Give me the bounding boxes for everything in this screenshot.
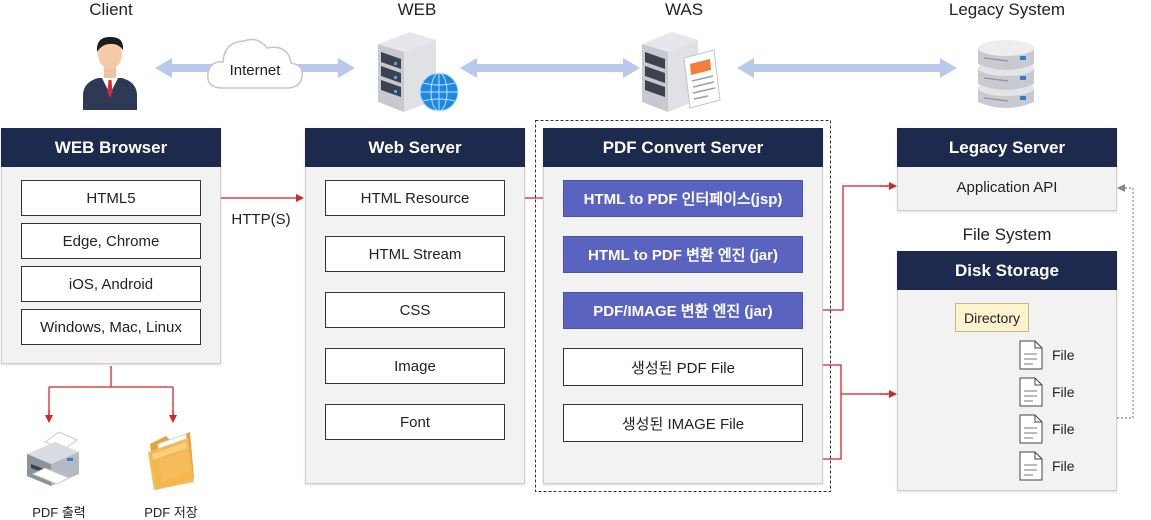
file-label: File bbox=[1052, 421, 1075, 437]
legacy-server-panel-title: Legacy Server bbox=[897, 128, 1117, 167]
web-was-arrow bbox=[460, 58, 640, 78]
engine-legacy-line bbox=[823, 185, 888, 311]
output-image-file: 생성된 IMAGE File bbox=[563, 404, 803, 442]
disk-storage-panel bbox=[897, 251, 1117, 491]
file-icon bbox=[1019, 340, 1043, 370]
database-icon bbox=[978, 40, 1034, 108]
browser-item-ios-android: iOS, Android bbox=[21, 266, 201, 302]
tier-title-web: WEB bbox=[397, 0, 437, 19]
was-boundary bbox=[535, 120, 831, 492]
pdf-save-label: PDF 저장 bbox=[144, 505, 198, 520]
tier-title-legacy: Legacy System bbox=[948, 0, 1066, 19]
pdf-print-label: PDF 출력 bbox=[32, 505, 86, 520]
engine-pdf-image: PDF/IMAGE 변환 엔진 (jar) bbox=[563, 292, 803, 329]
browser-item-os: Windows, Mac, Linux bbox=[21, 309, 201, 345]
browser-item-edge-chrome: Edge, Chrome bbox=[21, 223, 201, 259]
web-item-image: Image bbox=[325, 348, 505, 384]
file-icon bbox=[1019, 414, 1043, 444]
storage-api-line bbox=[1117, 187, 1134, 419]
file-icon bbox=[1019, 377, 1043, 407]
file-label: File bbox=[1052, 347, 1075, 363]
web-item-css: CSS bbox=[325, 292, 505, 328]
application-api-label: Application API bbox=[956, 179, 1058, 196]
pdf-server-panel-title: PDF Convert Server bbox=[543, 128, 823, 167]
tier-title-was: WAS bbox=[664, 0, 704, 19]
cloud-icon bbox=[207, 38, 304, 89]
engine-html-to-pdf: HTML to PDF 변환 엔진 (jar) bbox=[563, 236, 803, 273]
browser-item-html5: HTML5 bbox=[21, 180, 201, 216]
was-legacy-arrow bbox=[737, 58, 957, 78]
file-label: File bbox=[1052, 458, 1075, 474]
tier-title-client: Client bbox=[89, 0, 133, 19]
browser-panel-title: WEB Browser bbox=[1, 128, 221, 167]
printer-icon bbox=[27, 431, 79, 486]
engine-html-interface: HTML to PDF 인터페이스(jsp) bbox=[563, 180, 803, 217]
output-pdf-file: 생성된 PDF File bbox=[563, 348, 803, 386]
file-system-label: File System bbox=[962, 225, 1052, 244]
user-icon bbox=[83, 36, 137, 110]
disk-storage-panel-title: Disk Storage bbox=[897, 251, 1117, 290]
browser-output-lines bbox=[48, 366, 174, 420]
protocol-label: HTTP(S) bbox=[231, 211, 291, 228]
file-label: File bbox=[1052, 384, 1075, 400]
web-server-icon bbox=[378, 32, 459, 112]
cloud-label: Internet bbox=[229, 62, 281, 79]
web-item-html-resource: HTML Resource bbox=[325, 180, 505, 216]
directory-node: Directory bbox=[955, 303, 1029, 332]
was-server-icon bbox=[642, 32, 721, 112]
web-item-html-stream: HTML Stream bbox=[325, 236, 505, 272]
web-item-font: Font bbox=[325, 404, 505, 440]
file-icon bbox=[1019, 451, 1043, 481]
folder-icon bbox=[148, 432, 194, 490]
web-server-panel-title: Web Server bbox=[305, 128, 525, 167]
